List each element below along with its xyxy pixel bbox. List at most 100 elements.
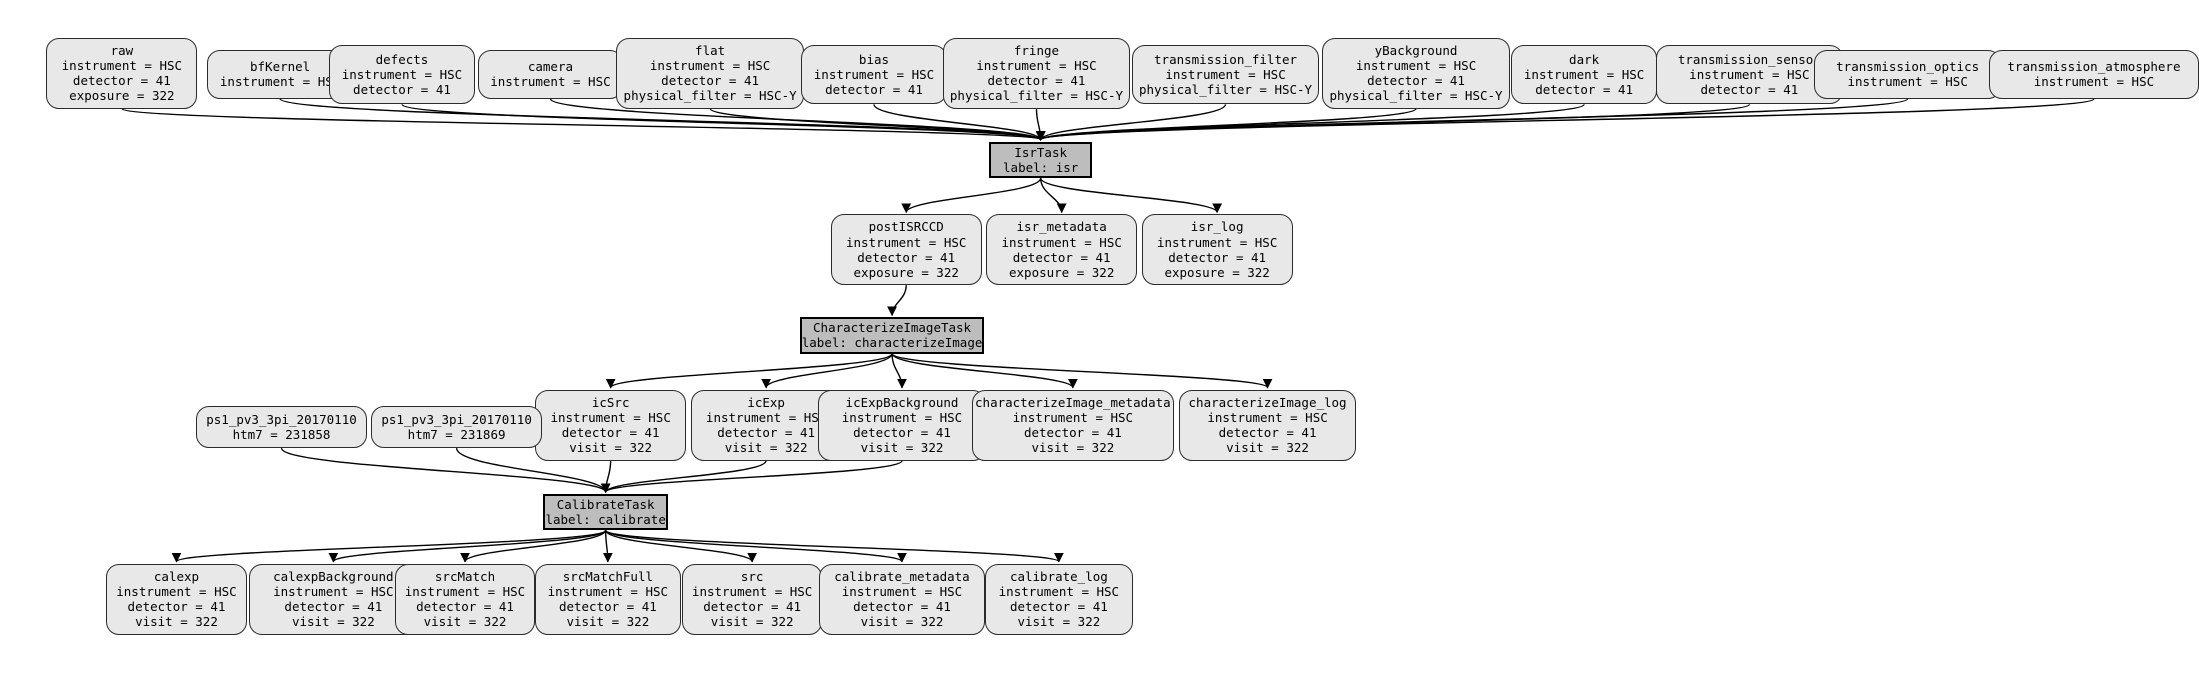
node-dimension: instrument = HSC <box>273 583 394 599</box>
node-title: src <box>740 568 764 584</box>
node-dimension: instrument = HSC <box>116 583 237 599</box>
node-dimension: visit = 322 <box>710 614 794 630</box>
node-dimension: instrument = HSC <box>1207 409 1328 425</box>
node-dimension: visit = 322 <box>566 614 650 630</box>
node-title: transmission_filter <box>1154 51 1298 67</box>
edge-CharacterizeImageTask-to-characterizeImage_log <box>891 352 1273 389</box>
node-dimension: label: calibrate <box>545 512 666 528</box>
node-dimension: detector = 41 <box>1023 425 1122 441</box>
edge-CharacterizeImageTask-to-icSrc <box>605 352 893 389</box>
node-dimension: detector = 41 <box>353 82 451 98</box>
node-dimension: exposure = 322 <box>1164 265 1270 281</box>
node-dimension: physical_filter = HSC-Y <box>623 88 797 104</box>
node-dimension: instrument = HSC <box>998 583 1120 599</box>
node-dimension: detector = 41 <box>853 599 951 615</box>
node-dimension: instrument = HSC <box>547 583 669 599</box>
node-title: isr_metadata <box>1016 219 1107 235</box>
node-title: transmission_sensor <box>1677 51 1821 67</box>
node-dimension: htm7 = 231869 <box>407 427 506 443</box>
edge-dark-to-IsrTask <box>1036 103 1585 141</box>
edge-defects-to-IsrTask <box>401 103 1046 141</box>
edge-fringe-to-IsrTask <box>1035 108 1046 141</box>
node-title: fringe <box>1013 42 1060 58</box>
edge-yBackground-to-IsrTask <box>1036 107 1417 141</box>
node-title: srcMatch <box>434 568 496 584</box>
node-dimension: detector = 41 <box>987 73 1086 89</box>
node-dimension: instrument = HSC <box>2033 74 2155 90</box>
node-title: IsrTask <box>1014 144 1067 160</box>
node-dimension: detector = 41 <box>1700 82 1799 98</box>
node-dimension: detector = 41 <box>717 425 816 441</box>
node-title: isr_log <box>1190 219 1244 235</box>
node-dimension: instrument = HSC <box>976 57 1097 73</box>
node-dimension: detector = 41 <box>661 73 760 89</box>
node-dimension: instrument = HSC <box>1523 66 1645 82</box>
node-dimension: detector = 41 <box>825 82 923 98</box>
edge-CharacterizeImageTask-to-icExpBackground <box>891 353 907 389</box>
edge-raw-to-IsrTask <box>121 107 1045 141</box>
edge-transmission_filter-to-IsrTask <box>1035 104 1227 141</box>
node-dimension: instrument = HSC <box>490 74 611 90</box>
node-dimension: visit = 322 <box>860 614 944 630</box>
node-dimension: visit = 322 <box>1226 440 1309 456</box>
node-title: calibrate_log <box>1009 568 1108 584</box>
edge-CalibrateTask-to-src <box>604 529 757 563</box>
edge-bias-to-IsrTask <box>873 104 1046 141</box>
node-title: flat <box>695 42 726 58</box>
node-dimension: visit = 322 <box>724 440 808 456</box>
node-dimension: instrument = HSC <box>1001 234 1122 250</box>
edge-CalibrateTask-to-srcMatchFull <box>602 530 613 563</box>
edge-IsrTask-to-isr_metadata <box>1039 178 1067 214</box>
node-dimension: detector = 41 <box>853 425 951 441</box>
edge-icExpBackground-to-CalibrateTask <box>600 460 903 494</box>
node-title: characterizeImage_log <box>1188 394 1347 410</box>
node-dimension: visit = 322 <box>291 614 375 630</box>
node-dimension: visit = 322 <box>1017 614 1101 630</box>
node-dimension: htm7 = 231858 <box>232 427 331 443</box>
node-title: camera <box>527 59 574 75</box>
node-dimension: physical_filter = HSC-Y <box>949 88 1123 104</box>
edge-CalibrateTask-to-calibrate_metadata <box>604 529 907 563</box>
node-dimension: detector = 41 <box>561 425 660 441</box>
node-title: yBackground <box>1374 42 1458 58</box>
node-dimension: instrument = HSC <box>341 66 463 82</box>
node-dimension: instrument = HSC <box>61 57 183 73</box>
node-title: srcMatchFull <box>562 568 654 584</box>
node-dimension: instrument = HSC <box>845 234 967 250</box>
node-dimension: detector = 41 <box>1535 82 1634 98</box>
